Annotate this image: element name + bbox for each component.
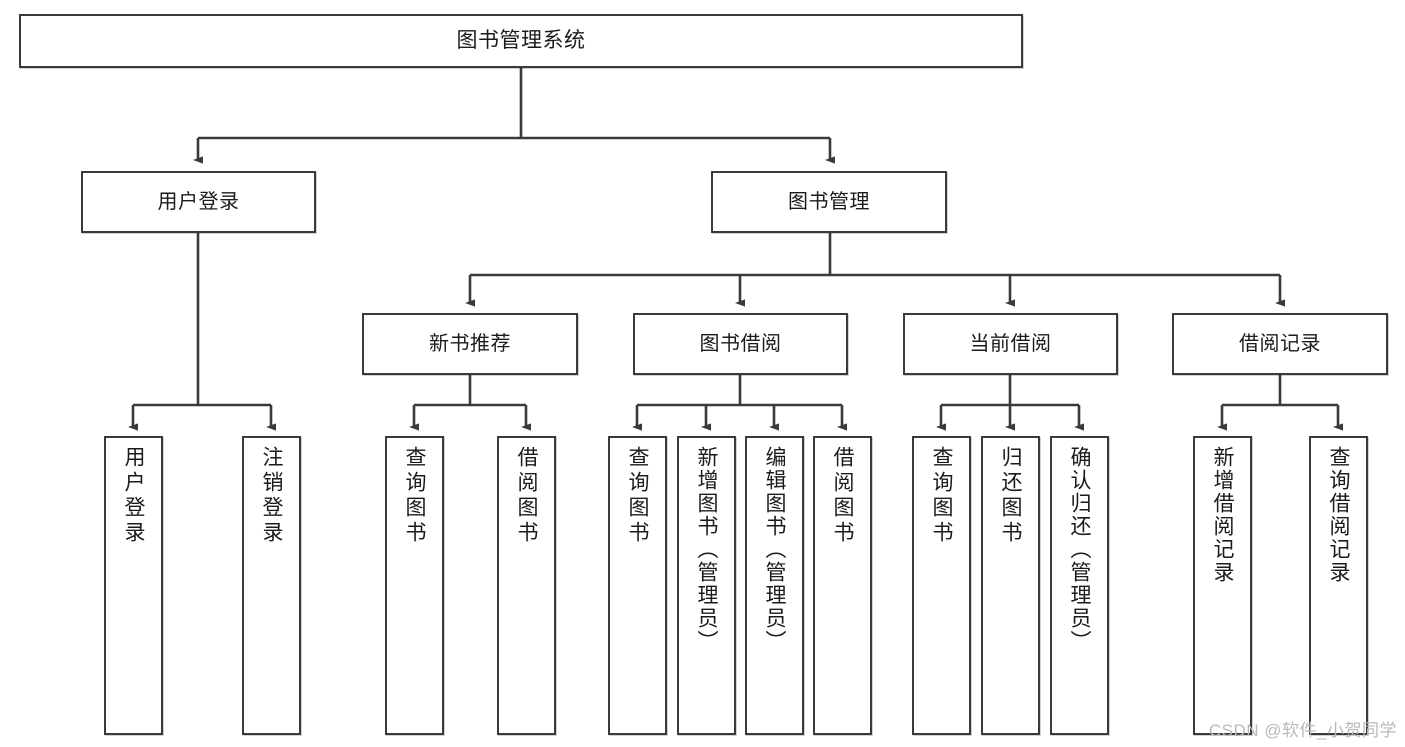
leaf-return-book-label: 归还图书 — [999, 446, 1022, 546]
node-current-borrow[interactable]: 当前借阅 — [903, 313, 1118, 375]
leaf-confirm-return[interactable]: 确认归还（管理员） — [1050, 436, 1109, 735]
leaf-query-book-2-label: 查询图书 — [626, 446, 649, 546]
leaf-add-book-label: 新增图书（管理员） — [695, 446, 718, 653]
leaf-add-record[interactable]: 新增借阅记录 — [1193, 436, 1252, 735]
leaf-confirm-return-label: 确认归还（管理员） — [1068, 446, 1091, 653]
node-root[interactable]: 图书管理系统 — [19, 14, 1023, 68]
leaf-user-login[interactable]: 用户登录 — [104, 436, 163, 735]
leaf-logout-label: 注销登录 — [260, 446, 283, 546]
watermark: CSDN @软件_小贺同学 — [1208, 721, 1397, 740]
leaf-query-record[interactable]: 查询借阅记录 — [1309, 436, 1368, 735]
leaf-add-book[interactable]: 新增图书（管理员） — [677, 436, 736, 735]
leaf-query-book-1[interactable]: 查询图书 — [385, 436, 444, 735]
leaf-query-book-3[interactable]: 查询图书 — [912, 436, 971, 735]
leaf-edit-book[interactable]: 编辑图书（管理员） — [745, 436, 804, 735]
node-book-management[interactable]: 图书管理 — [711, 171, 947, 233]
leaf-edit-book-label: 编辑图书（管理员） — [763, 446, 786, 653]
node-new-book-recommend[interactable]: 新书推荐 — [362, 313, 578, 375]
leaf-borrow-book-1-label: 借阅图书 — [515, 446, 538, 546]
leaf-query-book-1-label: 查询图书 — [403, 446, 426, 546]
node-user-login-label: 用户登录 — [157, 190, 240, 213]
leaf-return-book[interactable]: 归还图书 — [981, 436, 1040, 735]
node-borrow-record[interactable]: 借阅记录 — [1172, 313, 1388, 375]
leaf-user-login-label: 用户登录 — [122, 446, 145, 546]
leaf-query-book-3-label: 查询图书 — [930, 446, 953, 546]
node-book-management-label: 图书管理 — [788, 190, 870, 213]
node-user-login[interactable]: 用户登录 — [81, 171, 316, 233]
leaf-borrow-book-2-label: 借阅图书 — [831, 446, 854, 546]
leaf-borrow-book-1[interactable]: 借阅图书 — [497, 436, 556, 735]
leaf-logout[interactable]: 注销登录 — [242, 436, 301, 735]
node-borrow-record-label: 借阅记录 — [1239, 332, 1321, 355]
leaf-borrow-book-2[interactable]: 借阅图书 — [813, 436, 872, 735]
leaf-add-record-label: 新增借阅记录 — [1211, 446, 1234, 584]
node-new-book-recommend-label: 新书推荐 — [429, 332, 511, 355]
leaf-query-book-2[interactable]: 查询图书 — [608, 436, 667, 735]
node-root-label: 图书管理系统 — [456, 28, 586, 52]
node-current-borrow-label: 当前借阅 — [969, 332, 1052, 355]
leaf-query-record-label: 查询借阅记录 — [1327, 446, 1350, 584]
node-book-borrow[interactable]: 图书借阅 — [633, 313, 848, 375]
node-book-borrow-label: 图书借阅 — [699, 332, 782, 355]
